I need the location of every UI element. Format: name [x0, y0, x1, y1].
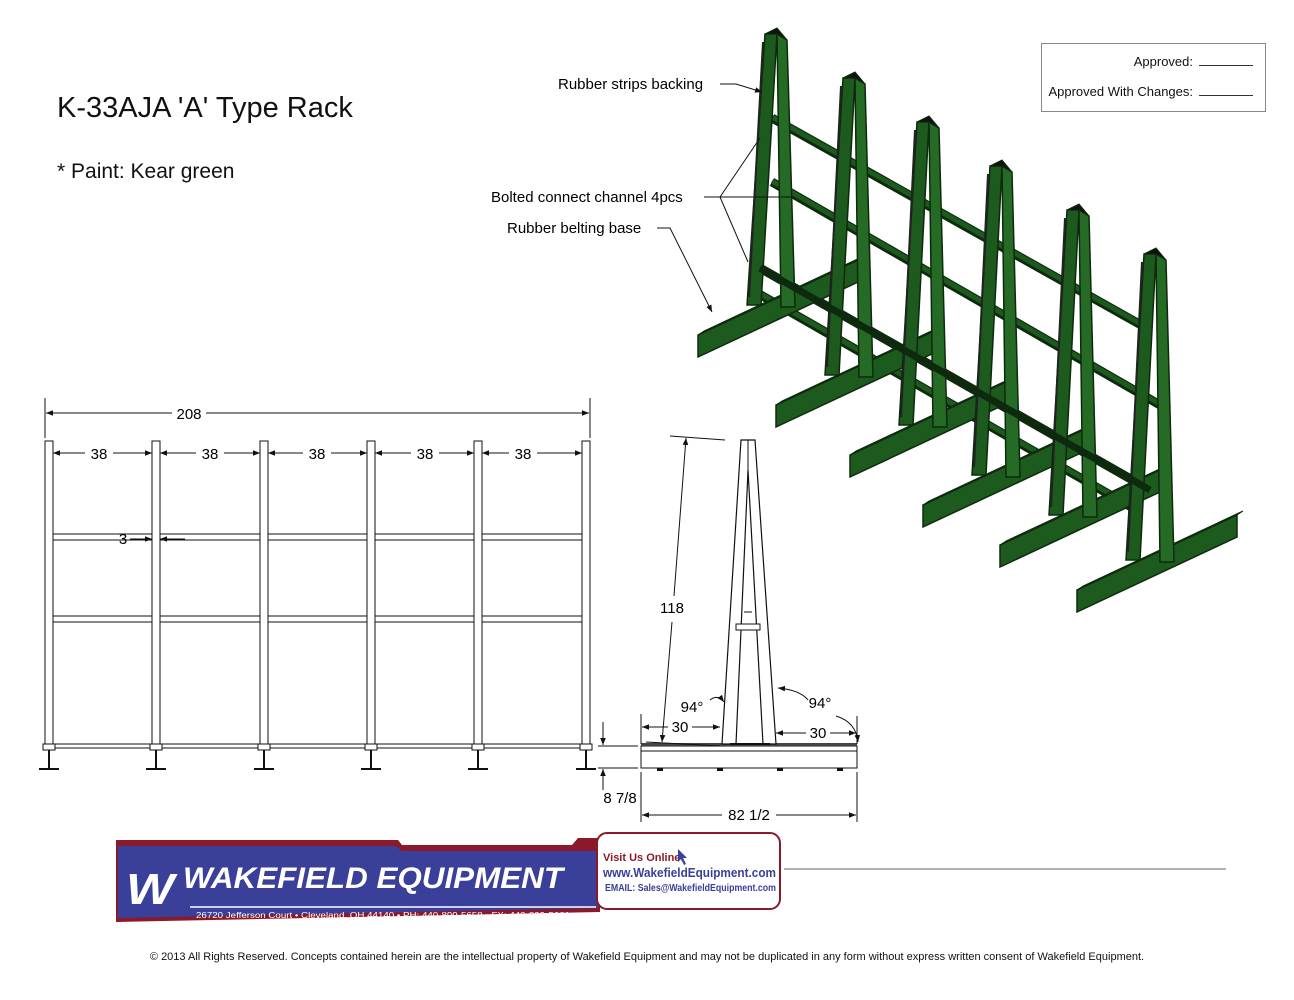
bolt [837, 768, 843, 771]
a-frame-cap [1066, 203, 1090, 217]
approved-changes-blank[interactable] [1199, 85, 1253, 96]
dim-post-gap: 3 [119, 531, 127, 548]
dim-offset-right: 30 [810, 725, 827, 742]
logo-w: W [126, 865, 178, 914]
a-frame-leg [776, 32, 796, 308]
post [581, 440, 591, 747]
rubber-backing-strip [1050, 217, 1066, 508]
leader-bolted-channel [704, 137, 792, 263]
dim-angle-right: 94° [809, 695, 832, 712]
dim-bay-width: 38 [202, 446, 219, 463]
post [473, 440, 483, 747]
horizontal-channel [48, 615, 587, 623]
rubber-backing-strip [900, 129, 916, 418]
approved-label: Approved: [1133, 54, 1193, 69]
post-foot [579, 743, 593, 751]
dim-base-depth: 82 1/2 [728, 807, 770, 824]
dim-bay-width: 38 [91, 446, 108, 463]
connect-channel-section [735, 623, 761, 631]
approved-row: Approved: [1134, 54, 1253, 69]
a-frame-cap [989, 159, 1013, 173]
dim-angle-left: 94° [681, 699, 704, 716]
isometric-rack-view [697, 27, 1244, 614]
cursor-icon [678, 849, 687, 865]
drawing-title: K-33AJA 'A' Type Rack [57, 92, 353, 124]
copyright-notice: © 2013 All Rights Reserved. Concepts con… [149, 951, 1145, 963]
visit-label: Visit Us Online: [603, 852, 684, 864]
a-frame-cap [916, 115, 940, 129]
post [44, 440, 54, 747]
post [151, 440, 161, 747]
post [259, 440, 269, 747]
horizontal-channel [48, 533, 587, 541]
horizontal-channel [48, 743, 587, 749]
dim-offset-left: 30 [672, 719, 689, 736]
dim-line [659, 621, 673, 743]
leader-rubber-base [657, 227, 713, 313]
rubber-backing-strip [1127, 261, 1143, 553]
a-frame [721, 439, 777, 745]
post-foot [364, 743, 378, 751]
logo-company-name: WAKEFIELD EQUIPMENT [183, 862, 566, 895]
connect-channel [770, 114, 1152, 332]
dim-bay-width: 38 [417, 446, 434, 463]
dim-base-height: 8 7/8 [603, 790, 636, 807]
email-link[interactable]: EMAIL: Sales@WakefieldEquipment.com [605, 882, 776, 894]
base-beam [1076, 513, 1238, 614]
web-badge [596, 832, 781, 910]
callout-bolted-channel: Bolted connect channel 4pcs [491, 189, 683, 206]
paint-note: * Paint: Kear green [57, 160, 235, 183]
dim-bay-width: 38 [309, 446, 326, 463]
connect-channel-front [758, 264, 1152, 494]
side-elevation-view [598, 435, 861, 822]
a-frame-cap [1143, 247, 1167, 261]
rubber-backing-strip [826, 85, 842, 368]
website-link[interactable]: www.WakefieldEquipment.com [602, 865, 776, 880]
logo-address: 26720 Jefferson Court • Cleveland, OH 44… [196, 911, 571, 920]
post-foot [257, 743, 271, 751]
base-beam [640, 745, 858, 769]
angle-arc [777, 685, 809, 701]
post-foot [42, 743, 56, 751]
company-logo: W WAKEFIELD EQUIPMENT 26720 Jefferson Co… [116, 832, 1226, 922]
dim-bay-width: 38 [515, 446, 532, 463]
leader-rubber-strips [720, 83, 763, 93]
dim-line [673, 437, 689, 597]
post [366, 440, 376, 747]
front-elevation-view [39, 398, 596, 770]
angle-arc [835, 715, 861, 743]
callout-rubber-base: Rubber belting base [507, 220, 641, 237]
a-frame-cap [842, 71, 866, 85]
angle-leader [645, 741, 721, 747]
bay-dimensions: 38 38 38 38 38 [91, 446, 532, 463]
bolt [657, 768, 663, 771]
approved-changes-row: Approved With Changes: [1048, 84, 1253, 99]
rubber-backing-strip [748, 41, 764, 298]
approved-changes-label: Approved With Changes: [1048, 84, 1193, 99]
angle-arc [709, 694, 725, 703]
a-frame-leg [928, 120, 948, 428]
a-frame-leg [1155, 252, 1175, 563]
bolt [777, 768, 783, 771]
dim-overall-width: 208 [176, 406, 201, 423]
a-frame-cap [764, 27, 788, 41]
dim-height: 118 [660, 600, 684, 617]
approved-blank[interactable] [1199, 55, 1253, 66]
post-foot [149, 743, 163, 751]
rubber-backing-strip [973, 173, 989, 468]
logo-blue-panel [118, 846, 598, 918]
callout-rubber-strips: Rubber strips backing [558, 76, 703, 93]
extension-line [669, 435, 726, 441]
approval-box: Approved: Approved With Changes: [1041, 43, 1266, 112]
post-foot [471, 743, 485, 751]
bolt [717, 768, 723, 771]
